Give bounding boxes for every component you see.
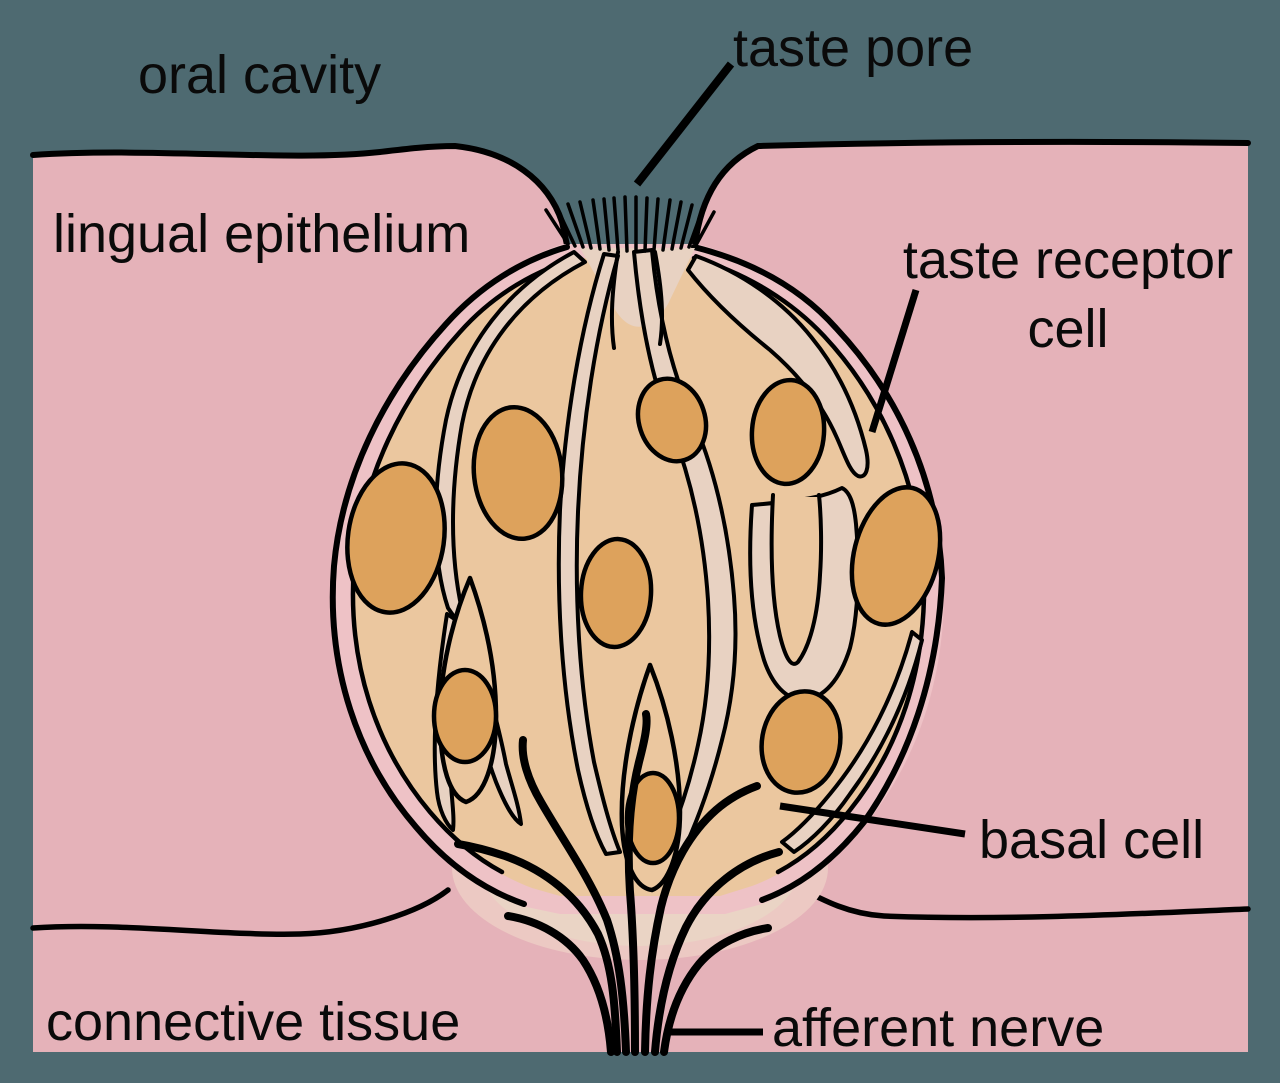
epithelium-connective-boundary-right bbox=[789, 881, 1251, 921]
taste-pore-microvilli bbox=[544, 195, 716, 253]
nucleus bbox=[578, 536, 654, 650]
epithelium-surface-line-left bbox=[30, 142, 570, 248]
labels: oral cavity taste pore lingual epitheliu… bbox=[46, 18, 1233, 1058]
nucleus bbox=[345, 461, 447, 615]
afferent-nerve-fibers bbox=[454, 710, 783, 1056]
nucleus bbox=[635, 376, 709, 464]
receptor-cell-tongue-outline bbox=[769, 493, 824, 666]
cell-tip-line-2 bbox=[653, 250, 665, 346]
nucleus bbox=[471, 404, 565, 542]
nucleus bbox=[759, 689, 843, 795]
label-oral-cavity: oral cavity bbox=[138, 45, 381, 105]
label-lingual-epithelium: lingual epithelium bbox=[53, 204, 470, 264]
nucleus bbox=[431, 667, 499, 765]
cell-tip-line-1 bbox=[609, 250, 620, 350]
label-taste-receptor-cell-line1: taste receptor bbox=[903, 230, 1233, 290]
nucleus bbox=[749, 377, 827, 487]
taste-bud bbox=[329, 195, 946, 1056]
label-afferent-nerve: afferent nerve bbox=[772, 998, 1104, 1058]
taste-receptor-cell-leader-line bbox=[868, 288, 920, 434]
epithelium-connective-boundary-left bbox=[30, 887, 451, 937]
label-taste-receptor-cell-line2: cell bbox=[1027, 299, 1108, 359]
cell-nuclei bbox=[345, 376, 943, 866]
basal-cell-leader-line bbox=[779, 802, 966, 838]
epithelium-surface-line-right bbox=[692, 139, 1251, 248]
channel-upper-right bbox=[686, 254, 870, 479]
leader-lines bbox=[633, 61, 966, 1036]
receptor-cell-tongue bbox=[771, 497, 822, 664]
label-taste-pore: taste pore bbox=[733, 18, 973, 78]
bud-outer-outline-right bbox=[691, 244, 946, 903]
nucleus bbox=[849, 485, 943, 627]
label-basal-cell: basal cell bbox=[979, 810, 1204, 870]
channel-lower-right bbox=[780, 630, 924, 854]
label-connective-tissue: connective tissue bbox=[46, 992, 460, 1052]
taste-pore-leader-line bbox=[633, 61, 735, 187]
bud-outer-outline-left bbox=[329, 244, 570, 907]
